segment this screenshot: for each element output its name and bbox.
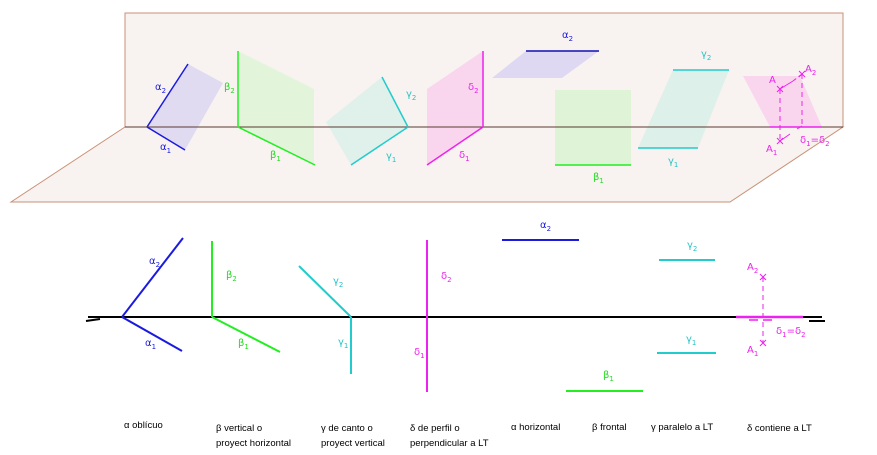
label-delta-eq-dihedral: δ1=δ2 [776,326,806,339]
label-beta-2-dihedral: β2 [226,270,237,283]
gamma-trace-2-dihedral [298,265,352,318]
projection-ray [796,125,803,130]
gamma-trace-2 [381,76,409,128]
dihedral-view: α2 α1 β2 β1 γ2 γ1 δ2 δ1 α2 β1 γ2 γ1 A2 A… [85,220,825,392]
gamma-canto-plane [326,77,408,165]
gamma-trace-1 [350,126,409,166]
label-gamma-p-2: γ2 [701,49,711,62]
label-point-a2-dihedral: A2 [747,262,758,275]
caption-beta-vertical: β vertical o [216,423,262,434]
label-delta-2-dihedral: δ2 [441,271,452,284]
label-alpha-h-2-dihedral: α2 [540,220,551,233]
label-beta-f-1: β1 [593,172,604,185]
label-gamma-2: γ2 [406,89,416,102]
alpha-trace-1 [146,126,186,151]
label-point-a2: A2 [805,64,816,77]
label-alpha-2-dihedral: α2 [149,256,160,269]
label-delta-2: δ2 [468,82,479,95]
label-delta-eq: δ1=δ2 [800,135,830,148]
alpha-horizontal-plane [492,51,599,78]
beta-trace-1-dihedral [211,316,281,353]
caption-gamma-canto: γ de canto o [321,423,373,434]
caption-beta-vertical-line2: proyect horizontal [216,438,291,449]
label-beta-1: β1 [270,150,281,163]
label-gamma-p-1-dihedral: γ1 [686,334,696,347]
captions: α oblícuo β vertical o proyect horizonta… [124,420,812,449]
label-beta-1-dihedral: β1 [238,338,249,351]
caption-delta-contains-lt: δ contiene a LT [747,423,812,434]
label-point-a1-dihedral: A1 [747,345,758,358]
caption-delta-perfil: δ de perfil o [410,423,460,434]
label-point-a: A [769,75,776,86]
label-gamma-1: γ1 [386,151,396,164]
label-point-a1: A1 [766,144,777,157]
alpha-trace-2-dihedral [121,237,184,318]
label-alpha-2: α2 [155,82,166,95]
vertical-projection-plane [124,12,844,128]
point-markers [776,70,806,145]
lt-mark-left [85,318,101,322]
caption-alpha-horizontal: α horizontal [511,422,560,433]
beta-trace-1 [237,126,316,166]
label-alpha-h-2: α2 [562,30,573,43]
label-gamma-p-2-dihedral: γ2 [687,240,697,253]
label-delta-1: δ1 [459,150,470,163]
alpha-trace-2 [146,63,189,128]
projection-ray [779,80,794,90]
label-beta-2: β2 [224,82,235,95]
label-delta-1-dihedral: δ1 [414,347,425,360]
gamma-parallel-plane [638,70,729,148]
caption-beta-frontal: β frontal [592,422,627,433]
delta-trace-1 [426,126,484,166]
caption-alpha-oblique: α oblícuo [124,420,163,431]
label-gamma-2-dihedral: γ2 [333,276,343,289]
point-a1-marker [759,339,767,347]
alpha-trace-1-dihedral [121,316,183,352]
caption-delta-perfil-line2: perpendicular a LT [410,438,489,449]
label-alpha-1: α1 [160,142,171,155]
caption-gamma-canto-line2: proyect vertical [321,438,385,449]
label-alpha-1-dihedral: α1 [145,338,156,351]
alpha-oblique-plane [147,64,223,150]
caption-gamma-parallel: γ paralelo a LT [651,422,713,433]
label-beta-f-1-dihedral: β1 [603,370,614,383]
label-gamma-1-dihedral: γ1 [338,337,348,350]
label-gamma-p-1: γ1 [668,156,678,169]
perspective-view: α2 α1 β2 β1 γ2 γ1 δ2 δ1 α2 β1 γ2 γ1 A A2… [9,12,845,203]
point-a2-marker [759,273,767,281]
